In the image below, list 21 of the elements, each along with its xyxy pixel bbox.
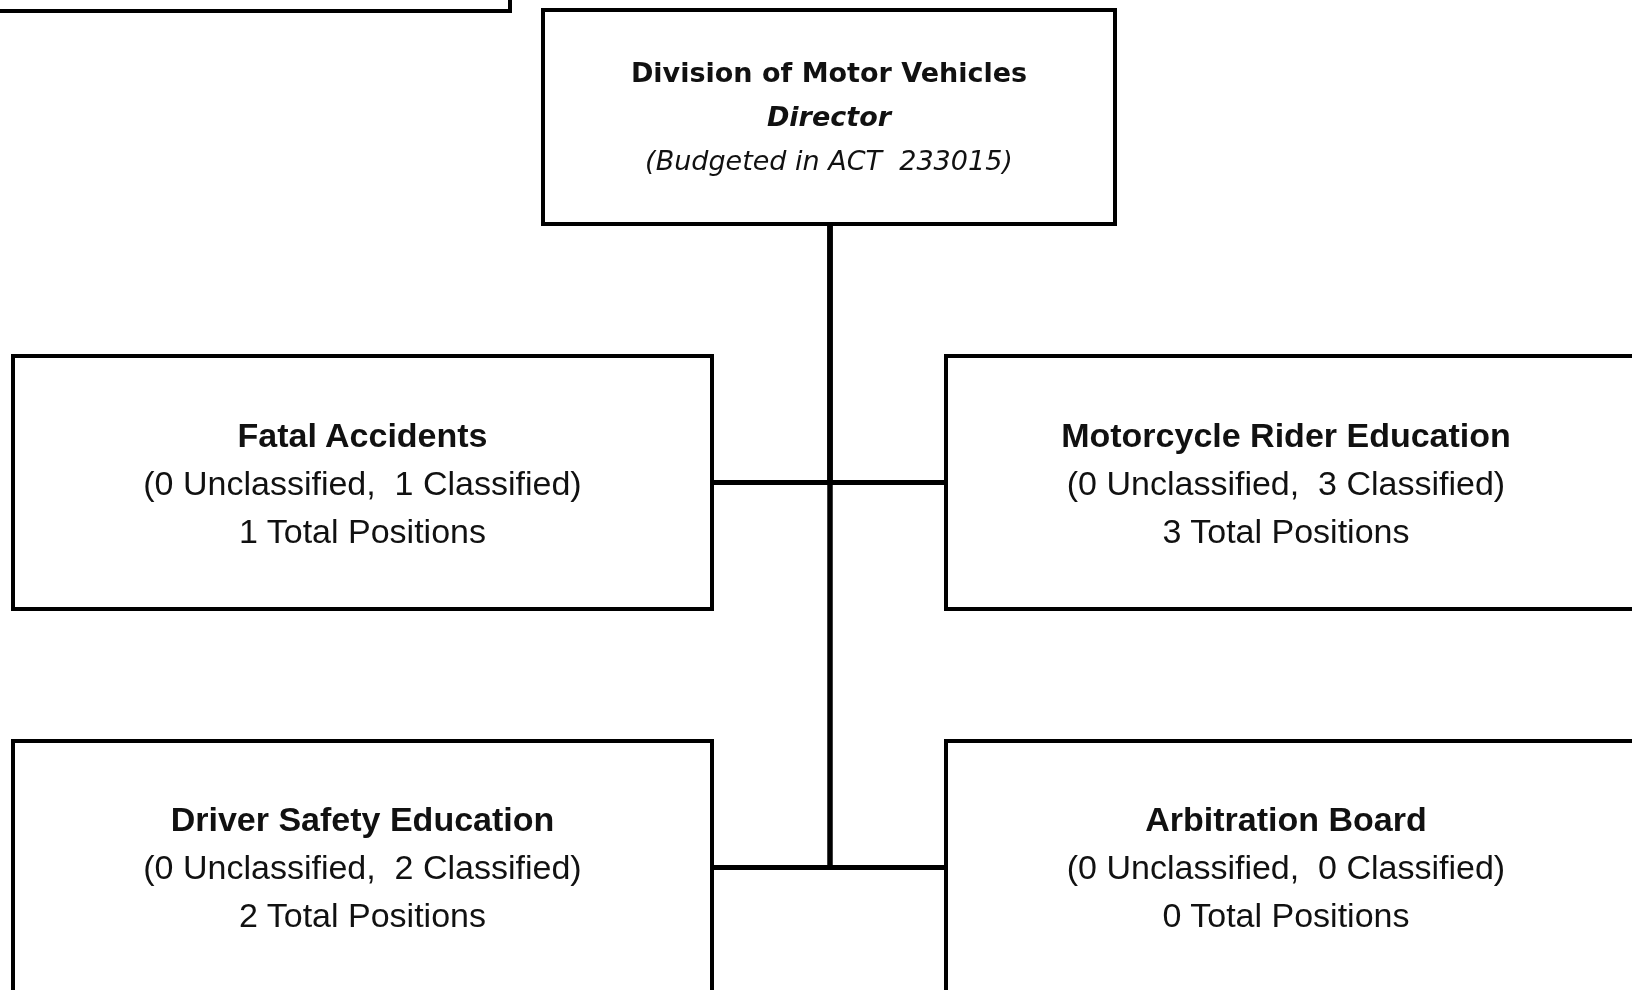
budget-note: (Budgeted in ACT 233015) — [645, 144, 1013, 178]
position-breakdown: (0 Unclassified, 2 Classified) — [143, 847, 582, 888]
unit-title: Arbitration Board — [1145, 799, 1427, 840]
role-title: Director — [766, 100, 892, 134]
position-breakdown: (0 Unclassified, 1 Classified) — [143, 462, 582, 504]
position-breakdown: (0 Unclassified, 3 Classified) — [1066, 462, 1506, 504]
unit-title: Motorcycle Rider Education — [1061, 414, 1511, 456]
position-total: 1 Total Positions — [239, 510, 486, 552]
position-total: 0 Total Positions — [1162, 895, 1410, 936]
unit-box — [11, 739, 714, 990]
connector-line — [827, 226, 944, 870]
unit-title: Division of Motor Vehicles — [630, 56, 1028, 90]
unit-box — [944, 739, 1632, 990]
unit-box — [944, 354, 1632, 611]
unit-box — [11, 354, 714, 611]
position-breakdown: (0 Unclassified, 0 Classified) — [1066, 847, 1506, 888]
position-total: 2 Total Positions — [239, 895, 486, 936]
unit-title: Fatal Accidents — [237, 414, 488, 456]
unit-title: Driver Safety Education — [170, 799, 555, 840]
director-box — [541, 8, 1117, 226]
position-total: 3 Total Positions — [1162, 510, 1410, 552]
